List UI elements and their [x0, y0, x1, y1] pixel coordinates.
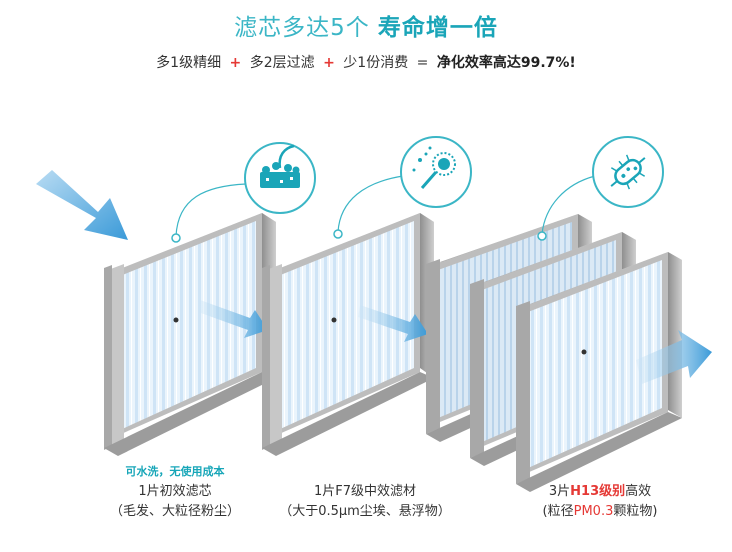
airflow-arrow-out [636, 330, 712, 384]
filter-2 [262, 213, 434, 456]
pm03-label: PM0.3 [573, 504, 614, 519]
filter-2-desc: （大于0.5μm尘埃、悬浮物） [279, 504, 451, 519]
formula-item1: 多1级精细 [156, 55, 222, 71]
title-part2: 寿命增一倍 [377, 15, 498, 41]
filter-1-desc: （毛发、大粒径粉尘） [109, 504, 240, 519]
filter-3-name: 3片H13级别高效 [548, 484, 652, 499]
airflow-arrow-in [36, 170, 128, 240]
filter-3-desc: (粒径PM0.3颗粒物) [542, 504, 658, 519]
formula-item3: 少1份消费 [343, 55, 409, 71]
plus-sign: + [229, 55, 242, 71]
bacteria-icon [592, 136, 664, 208]
hair-follicle-icon [244, 142, 316, 214]
filter-1-caption: 可水洗，无使用成本 1片初效滤芯 （毛发、大粒径粉尘） [80, 462, 270, 522]
plus-sign: + [323, 55, 335, 71]
formula-line: 多1级精细 + 多2层过滤 + 少1份消费 = 净化效率高达99.7%! [0, 52, 732, 72]
filter-3-caption: 3片H13级别高效 (粒径PM0.3颗粒物) [500, 482, 700, 522]
formula-item2: 多2层过滤 [249, 55, 315, 71]
filter-2-name: 1片F7级中效滤材 [313, 484, 417, 499]
h13-grade: H13级别 [570, 484, 626, 499]
page-title: 滤芯多达5个寿命增一倍 [0, 8, 732, 42]
filter-3-front [516, 252, 682, 492]
connector-lines [175, 175, 596, 237]
washable-note: 可水洗，无使用成本 [125, 465, 225, 478]
equals-sign: = [416, 55, 429, 71]
formula-result: 净化效率高达99.7%! [436, 55, 576, 71]
filter-1 [104, 213, 276, 456]
filter-2-caption: 1片F7级中效滤材 （大于0.5μm尘埃、悬浮物） [255, 482, 475, 522]
filter-1-name: 1片初效滤芯 [138, 484, 212, 499]
title-part1: 滤芯多达5个 [234, 15, 370, 41]
dust-brush-icon [400, 136, 472, 208]
